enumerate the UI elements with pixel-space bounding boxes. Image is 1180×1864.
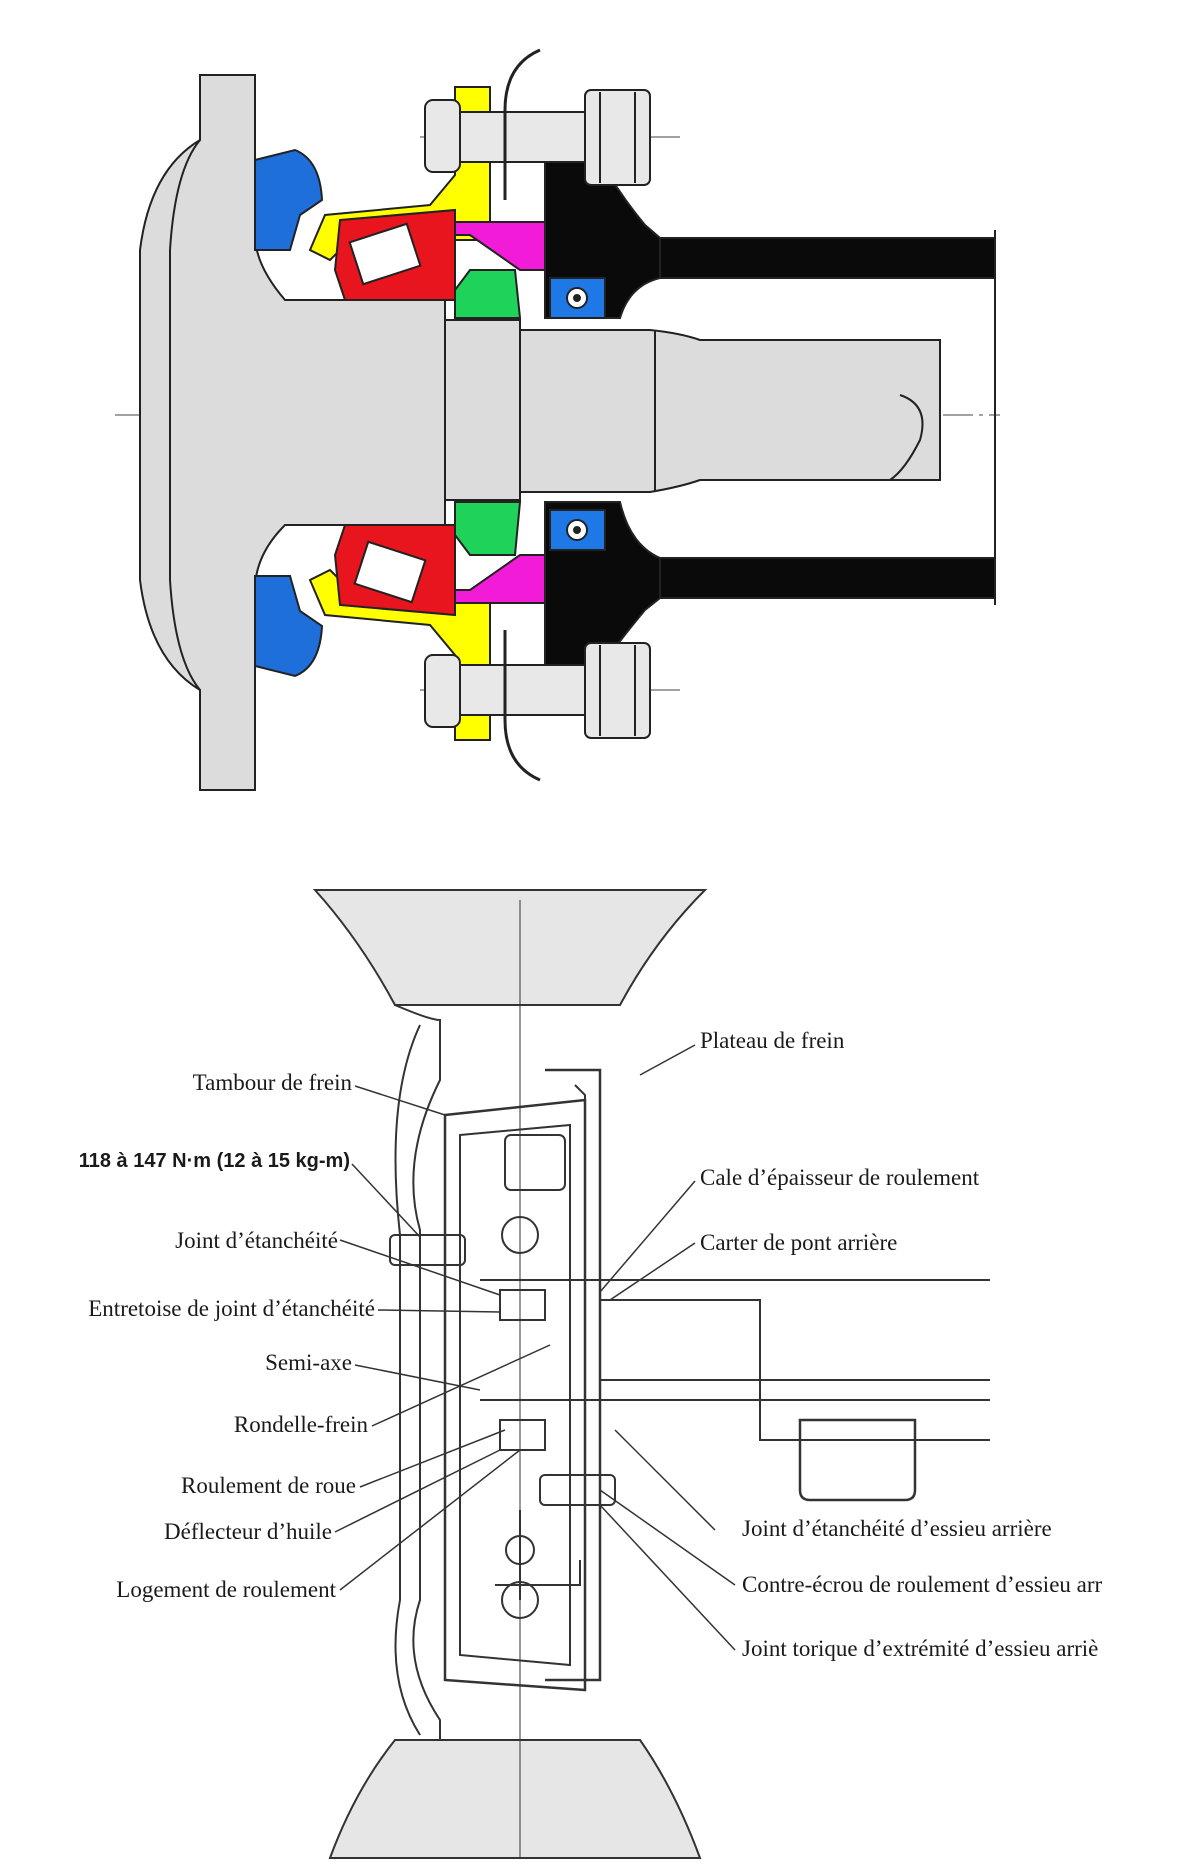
label-entretoise: Entretoise de joint d’étanchéité bbox=[88, 1296, 375, 1321]
axle-shaft bbox=[444, 319, 941, 501]
roller-bottom bbox=[353, 540, 427, 604]
brake-drum bbox=[443, 1098, 587, 1692]
label-plateau: Plateau de frein bbox=[700, 1028, 845, 1053]
bolt-bottom bbox=[424, 642, 651, 739]
diff-cup bbox=[798, 1418, 917, 1502]
label-contre-ecrou: Contre-écrou de roulement d’essieu arr bbox=[742, 1572, 1103, 1597]
oring-top-dot bbox=[573, 294, 581, 302]
brake-drum-inner bbox=[459, 1123, 571, 1667]
label-cale: Cale d’épaisseur de roulement bbox=[700, 1165, 980, 1190]
tire-top bbox=[312, 889, 708, 1006]
label-joint-torique: Joint torique d’extrémité d’essieu arriè bbox=[742, 1636, 1098, 1661]
wheel-bolt-top bbox=[389, 1234, 466, 1266]
flange-rim-detail bbox=[169, 139, 201, 691]
outer-seal-bottom bbox=[254, 575, 324, 678]
axle-housing-lower bbox=[600, 1299, 990, 1441]
wheel-rim-inner bbox=[394, 1024, 421, 1736]
label-torque: 118 à 147 N·m (12 à 15 kg-m) bbox=[79, 1150, 350, 1172]
oring-bottom-dot bbox=[573, 526, 581, 534]
spacer-top bbox=[454, 269, 522, 319]
colored-cross-section bbox=[115, 48, 1000, 791]
backing-plate-curve-top bbox=[503, 48, 541, 200]
cylinder-port bbox=[501, 1216, 539, 1254]
label-logement: Logement de roulement bbox=[116, 1577, 336, 1602]
wheel-bolt-bottom bbox=[539, 1474, 616, 1506]
bolt-top bbox=[424, 89, 651, 186]
tire-bottom bbox=[328, 1739, 702, 1859]
outer-seal-top bbox=[254, 148, 324, 251]
label-tambour: Tambour de frein bbox=[193, 1070, 353, 1095]
shaft-break bbox=[889, 394, 924, 481]
callout-labels: Plateau de frein Tambour de frein 118 à … bbox=[79, 1028, 1103, 1661]
label-semi-axe: Semi-axe bbox=[265, 1350, 352, 1375]
roller-top bbox=[348, 222, 422, 286]
adjuster-link bbox=[495, 1560, 581, 1586]
axle-tube-top bbox=[659, 237, 996, 279]
spacer-bottom bbox=[454, 501, 522, 556]
label-roulement: Roulement de roue bbox=[181, 1473, 356, 1498]
label-joint-essieu: Joint d’étanchéité d’essieu arrière bbox=[742, 1516, 1052, 1541]
axle-tube-bottom bbox=[659, 557, 996, 599]
inner-race-bottom bbox=[454, 554, 546, 604]
wheel-rim bbox=[394, 1004, 441, 1740]
inner-race-top bbox=[454, 221, 546, 271]
label-carter: Carter de pont arrière bbox=[700, 1230, 897, 1255]
bearing-lower bbox=[499, 1419, 546, 1451]
wheel-cylinder bbox=[504, 1134, 566, 1191]
bearing-upper bbox=[499, 1289, 546, 1321]
leader-lines bbox=[334, 1044, 736, 1651]
backing-plate-curve-bottom bbox=[503, 630, 541, 782]
label-deflecteur: Déflecteur d’huile bbox=[164, 1519, 332, 1544]
label-joint: Joint d’étanchéité bbox=[175, 1228, 338, 1253]
backing-plate bbox=[545, 1068, 602, 1682]
label-rondelle: Rondelle-frein bbox=[234, 1412, 369, 1437]
labeled-drawing bbox=[312, 889, 990, 1859]
adjuster-wheel-1 bbox=[505, 1535, 535, 1565]
adjuster-wheel-2 bbox=[501, 1581, 539, 1619]
